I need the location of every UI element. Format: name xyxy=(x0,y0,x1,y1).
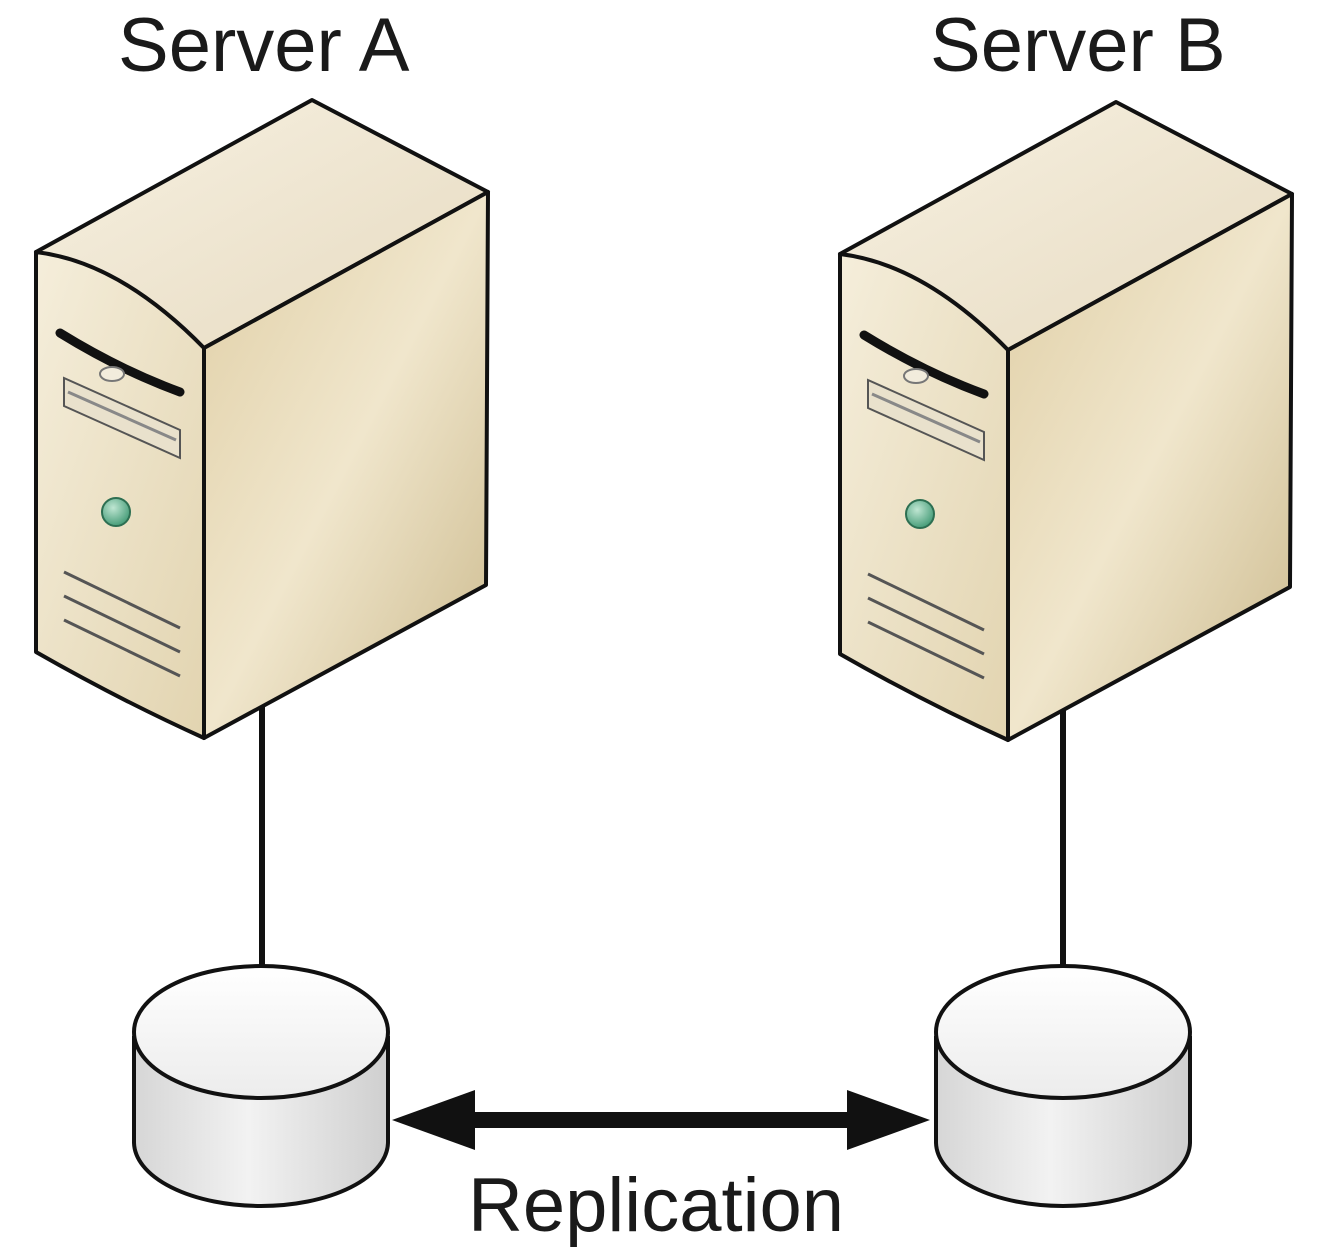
replication-label: Replication xyxy=(468,1163,844,1248)
server-b-label: Server B xyxy=(930,3,1226,88)
server-a-label: Server A xyxy=(118,3,410,88)
disk-b-icon xyxy=(934,964,1192,1208)
server-b-icon xyxy=(838,100,1294,742)
server-a-icon xyxy=(34,98,490,740)
disk-a-icon xyxy=(132,964,390,1208)
replication-arrow-icon xyxy=(392,1090,930,1150)
